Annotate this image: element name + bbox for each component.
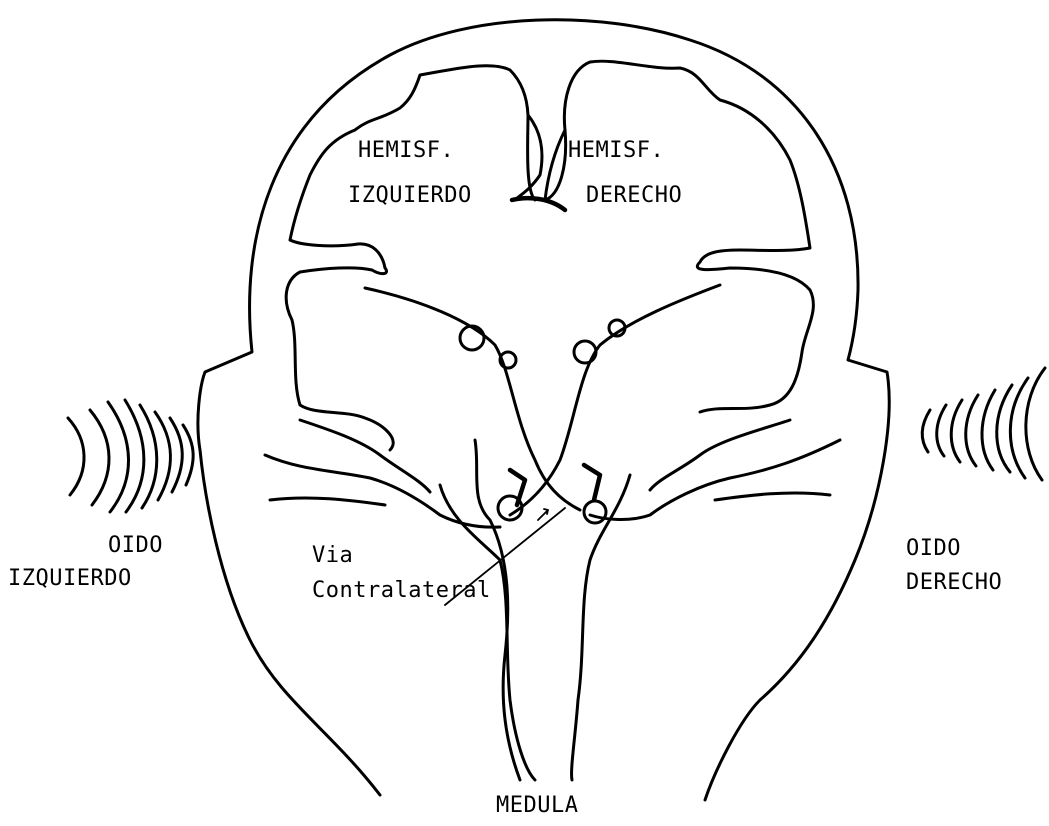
left-neck	[475, 440, 520, 780]
left-hemisphere-label-2: IZQUIERDO	[348, 185, 472, 207]
right-ear-label-2: DERECHO	[906, 572, 1002, 594]
right-nerve-stub	[584, 465, 600, 500]
spinal-cord-label: MEDULA	[496, 795, 578, 817]
left-hemisphere-outline	[286, 66, 535, 450]
pathway-label-1: Via	[312, 545, 353, 567]
left-nucleus-upper	[460, 326, 484, 350]
right-nucleus-upper	[574, 341, 596, 363]
left-ear-label-2: IZQUIERDO	[8, 568, 132, 590]
left-ear-sound-waves	[68, 400, 193, 512]
left-ear-label-1: OIDO	[108, 535, 163, 557]
left-auditory-pathway	[365, 288, 580, 510]
right-hemisphere-outline	[545, 61, 813, 412]
right-ear-label-1: OIDO	[906, 538, 961, 560]
left-temporal-fold	[265, 455, 500, 527]
left-nerve-stub	[510, 470, 525, 505]
right-cochlear-nucleus	[584, 501, 606, 523]
left-brainstem	[440, 485, 535, 780]
right-hemisphere-label-1: HEMISF.	[568, 140, 664, 162]
pathway-small-arrow	[538, 509, 548, 520]
pathway-label-2: Contralateral	[312, 580, 491, 602]
right-temporal-fold-2	[715, 493, 830, 500]
left-temporal-fold-2	[270, 498, 385, 505]
right-hemisphere-label-2: DERECHO	[586, 185, 682, 207]
head-outline	[198, 20, 889, 800]
left-lower-cerebellum	[300, 420, 430, 492]
central-fissure-bottom	[512, 198, 565, 210]
right-ear-sound-waves	[922, 368, 1045, 480]
left-hemisphere-label-1: HEMISF.	[358, 140, 454, 162]
